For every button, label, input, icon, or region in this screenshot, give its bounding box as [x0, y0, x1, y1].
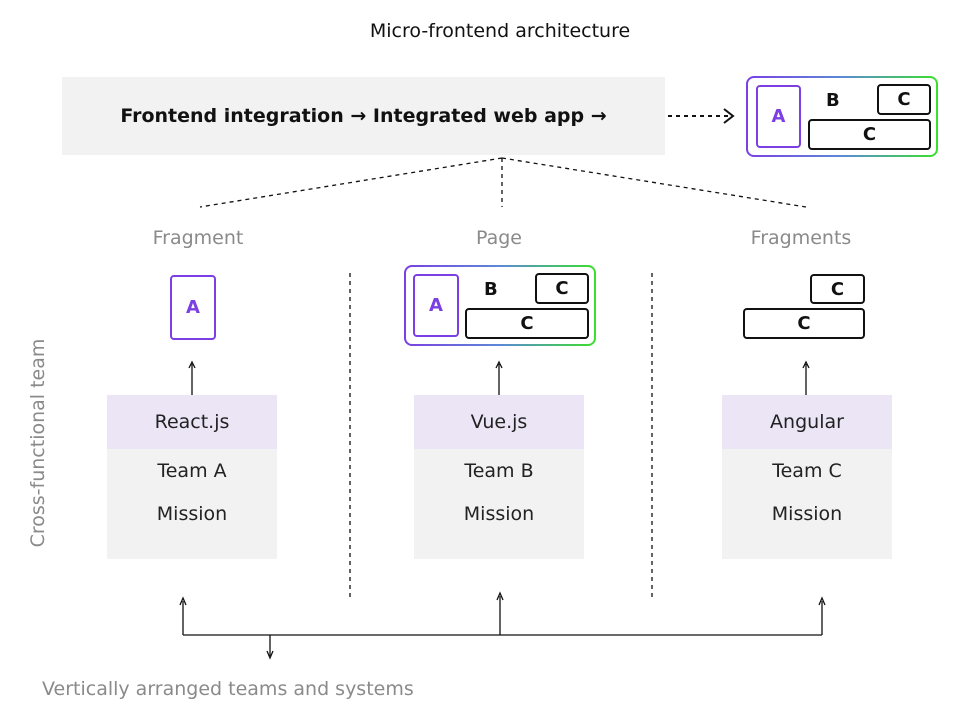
framework-vue: Vue.js [414, 395, 584, 449]
team-name-a: Team A [157, 459, 227, 482]
up-arrow-col-3 [802, 360, 810, 395]
up-arrow-col-2 [495, 360, 503, 395]
team-mission-a: Mission [156, 502, 228, 525]
framework-react: React.js [107, 395, 277, 449]
up-arrow-col-1 [188, 360, 196, 395]
page-fragment-a: A [413, 274, 459, 337]
column-1-fragment-a: A [170, 275, 216, 340]
team-card-c: Angular Team C Mission [722, 395, 892, 559]
column-label-fragment: Fragment [152, 227, 244, 249]
framework-angular: Angular [722, 395, 892, 449]
result-fragment-a: A [756, 85, 801, 148]
page-fragment-c-wide: C [465, 308, 589, 339]
integration-panel: Frontend integration → Integrated web ap… [62, 77, 665, 155]
result-fragment-c-small: C [877, 84, 931, 115]
page-frame: A B C C [404, 265, 596, 346]
bottom-bracket [179, 591, 826, 660]
team-card-a: React.js Team A Mission [107, 395, 277, 559]
team-card-b: Vue.js Team B Mission [414, 395, 584, 559]
team-mission-b: Mission [463, 502, 535, 525]
column-3-fragment-c-wide: C [743, 308, 865, 339]
team-name-c: Team C [772, 459, 842, 482]
team-name-b: Team B [464, 459, 534, 482]
column-label-fragments: Fragments [750, 227, 852, 249]
integration-text: Frontend integration → Integrated web ap… [120, 105, 607, 127]
fan-line-left [199, 157, 503, 208]
column-3-fragment-c-small: C [810, 274, 865, 304]
result-fragment-c-wide: C [808, 119, 931, 150]
result-fragment-b: B [826, 90, 840, 111]
diagram-title: Micro-frontend architecture [369, 20, 631, 42]
integration-arrow-head [723, 108, 735, 124]
cross-functional-team-label: Cross-functional team [27, 338, 49, 548]
integrated-app-frame: A B C C [746, 76, 938, 157]
vertical-teams-label: Vertically arranged teams and systems [42, 678, 414, 700]
column-label-page: Page [476, 227, 522, 249]
fan-line-right [501, 157, 807, 208]
page-fragment-c-small: C [535, 273, 589, 304]
team-mission-c: Mission [771, 502, 843, 525]
page-fragment-b: B [484, 279, 498, 300]
